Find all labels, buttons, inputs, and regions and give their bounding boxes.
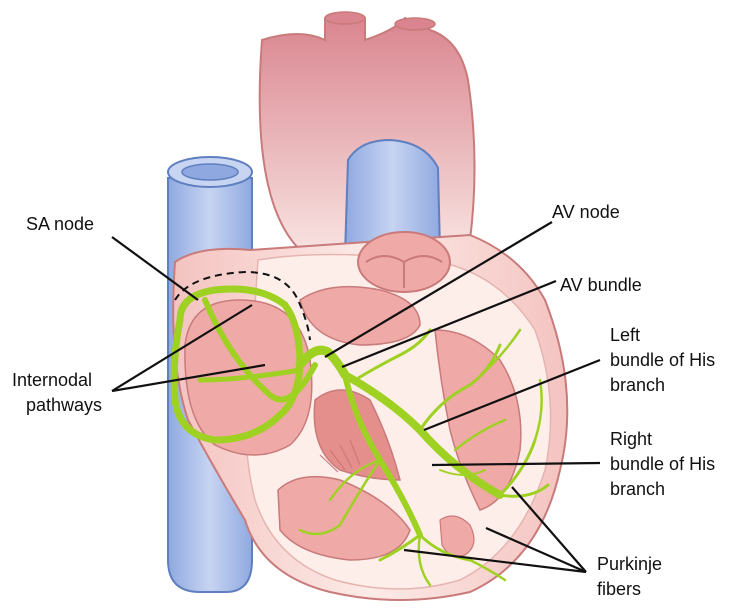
label-left-line1: Left: [610, 323, 640, 348]
label-internodal-line2: pathways: [26, 393, 102, 418]
label-right-line3: branch: [610, 477, 665, 502]
label-purkinje-line1: Purkinje: [597, 552, 662, 577]
label-av-node: AV node: [552, 200, 620, 225]
label-left-line2: bundle of His: [610, 348, 715, 373]
label-sa-node: SA node: [26, 212, 94, 237]
label-left-line3: branch: [610, 373, 665, 398]
label-right-line1: Right: [610, 427, 652, 452]
label-internodal-line1: Internodal: [12, 368, 92, 393]
aortic-valve: [358, 232, 450, 292]
label-av-bundle: AV bundle: [560, 273, 642, 298]
label-purkinje-line2: fibers: [597, 577, 641, 602]
label-right-line2: bundle of His: [610, 452, 715, 477]
